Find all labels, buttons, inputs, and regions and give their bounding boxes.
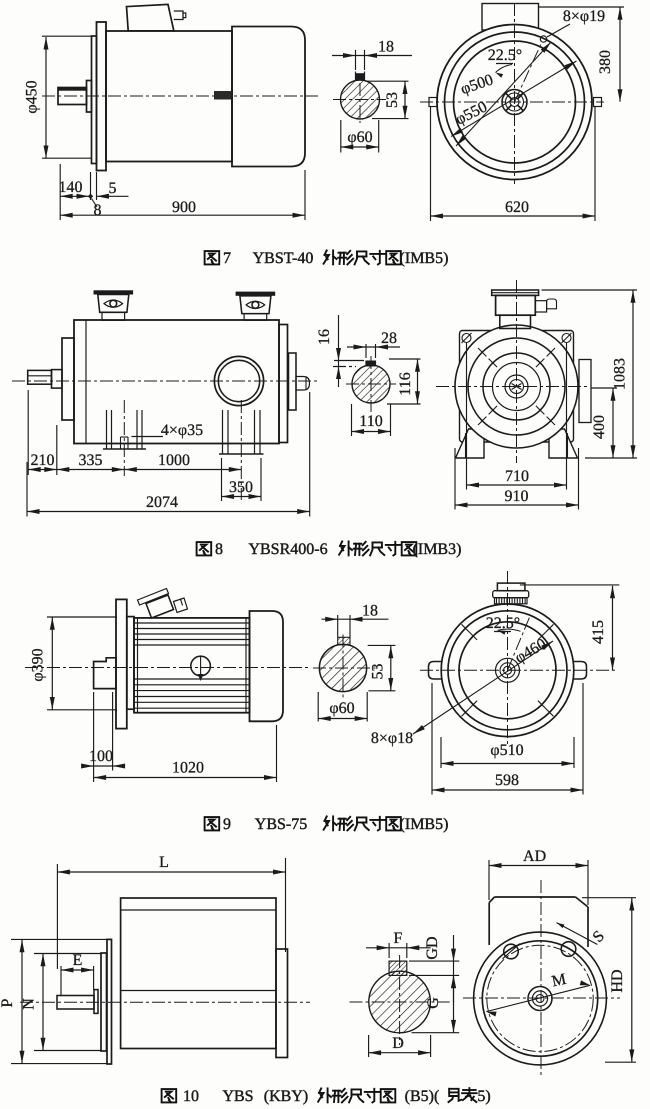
svg-text:YBST-40: YBST-40: [253, 250, 314, 267]
svg-text:415: 415: [590, 620, 607, 644]
svg-text:5: 5: [108, 180, 116, 197]
svg-text:F: F: [394, 930, 403, 947]
svg-text:YBS-75: YBS-75: [255, 816, 307, 833]
svg-text:(B5)(: (B5)(: [405, 1088, 440, 1105]
svg-text:2074: 2074: [146, 494, 178, 511]
svg-text:100: 100: [89, 748, 113, 765]
svg-text:18: 18: [378, 38, 394, 55]
svg-text:M: M: [550, 971, 567, 991]
svg-text:(IMB3): (IMB3): [413, 541, 462, 558]
svg-text:910: 910: [504, 488, 528, 505]
svg-text:28: 28: [381, 330, 397, 347]
svg-text:18: 18: [362, 602, 378, 619]
svg-text:620: 620: [505, 199, 529, 216]
svg-text:φ60: φ60: [347, 129, 372, 146]
svg-text:710: 710: [505, 468, 529, 485]
svg-text:AD: AD: [523, 848, 546, 865]
svg-text:(KBY): (KBY): [264, 1088, 308, 1105]
svg-text:(IMB5): (IMB5): [400, 816, 449, 833]
svg-text:116: 116: [397, 372, 414, 395]
svg-text:L: L: [159, 854, 169, 871]
svg-text:E: E: [73, 952, 83, 969]
svg-text:380: 380: [597, 50, 614, 74]
svg-text:53: 53: [384, 92, 401, 108]
svg-text:YBS: YBS: [222, 1088, 253, 1105]
svg-text:10: 10: [183, 1088, 199, 1105]
svg-text:8: 8: [93, 202, 101, 219]
svg-text:φ510: φ510: [490, 742, 523, 759]
svg-text:400: 400: [591, 415, 608, 439]
svg-text:5): 5): [477, 1088, 490, 1105]
svg-text:22.5°: 22.5°: [488, 47, 522, 64]
svg-text:350: 350: [229, 479, 253, 496]
svg-text:1020: 1020: [172, 759, 204, 776]
svg-text:1083: 1083: [612, 358, 629, 390]
svg-text:598: 598: [495, 772, 519, 789]
svg-text:φ390: φ390: [30, 648, 47, 681]
svg-text:22.5°: 22.5°: [486, 615, 520, 632]
svg-text:8×φ19: 8×φ19: [563, 8, 605, 25]
svg-text:8×φ18: 8×φ18: [371, 730, 413, 747]
svg-text:φ60: φ60: [329, 700, 354, 717]
svg-text:9: 9: [223, 816, 231, 833]
svg-text:53: 53: [370, 664, 387, 680]
svg-text:140: 140: [58, 179, 82, 196]
svg-text:P: P: [0, 998, 16, 1007]
svg-text:φ450: φ450: [24, 80, 41, 113]
svg-text:HD: HD: [609, 969, 626, 992]
svg-text:YBSR400-6: YBSR400-6: [248, 541, 327, 558]
svg-text:G: G: [425, 997, 442, 1009]
svg-text:N: N: [21, 998, 38, 1010]
svg-text:335: 335: [78, 452, 102, 469]
svg-text:900: 900: [172, 199, 196, 216]
svg-text:110: 110: [359, 413, 382, 430]
svg-text:4×φ35: 4×φ35: [161, 422, 203, 439]
svg-text:7: 7: [223, 250, 231, 267]
svg-text:1000: 1000: [158, 452, 190, 469]
svg-text:GD: GD: [424, 936, 441, 959]
svg-text:(IMB5): (IMB5): [400, 250, 449, 267]
svg-text:16: 16: [316, 329, 333, 345]
svg-text:D: D: [392, 1035, 404, 1052]
svg-text:8: 8: [215, 541, 223, 558]
svg-text:210: 210: [30, 452, 54, 469]
